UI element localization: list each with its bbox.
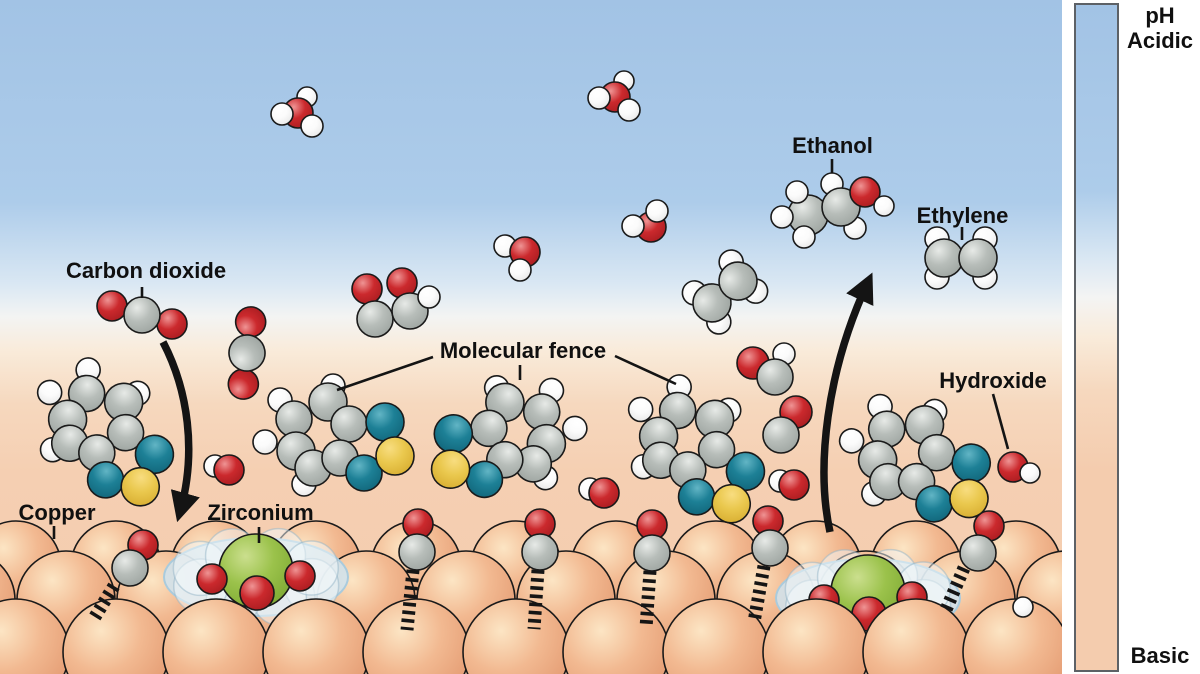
label-zirconium: Zirconium [207,500,314,525]
label-ethylene: Ethylene [916,203,1009,228]
label-acidic: Acidic [1126,28,1194,53]
ph-gradient-bar [1074,3,1119,672]
label-ph: pH [1145,3,1175,28]
scene-svg [0,70,1062,674]
label-molecular-fence: Molecular fence [439,338,607,363]
label-carbon-dioxide: Carbon dioxide [65,258,227,283]
label-hydroxide: Hydroxide [939,368,1047,393]
label-copper: Copper [18,500,96,525]
label-ethanol: Ethanol [792,133,873,158]
reaction-scene-panel [0,0,1062,674]
label-basic: Basic [1130,643,1190,668]
